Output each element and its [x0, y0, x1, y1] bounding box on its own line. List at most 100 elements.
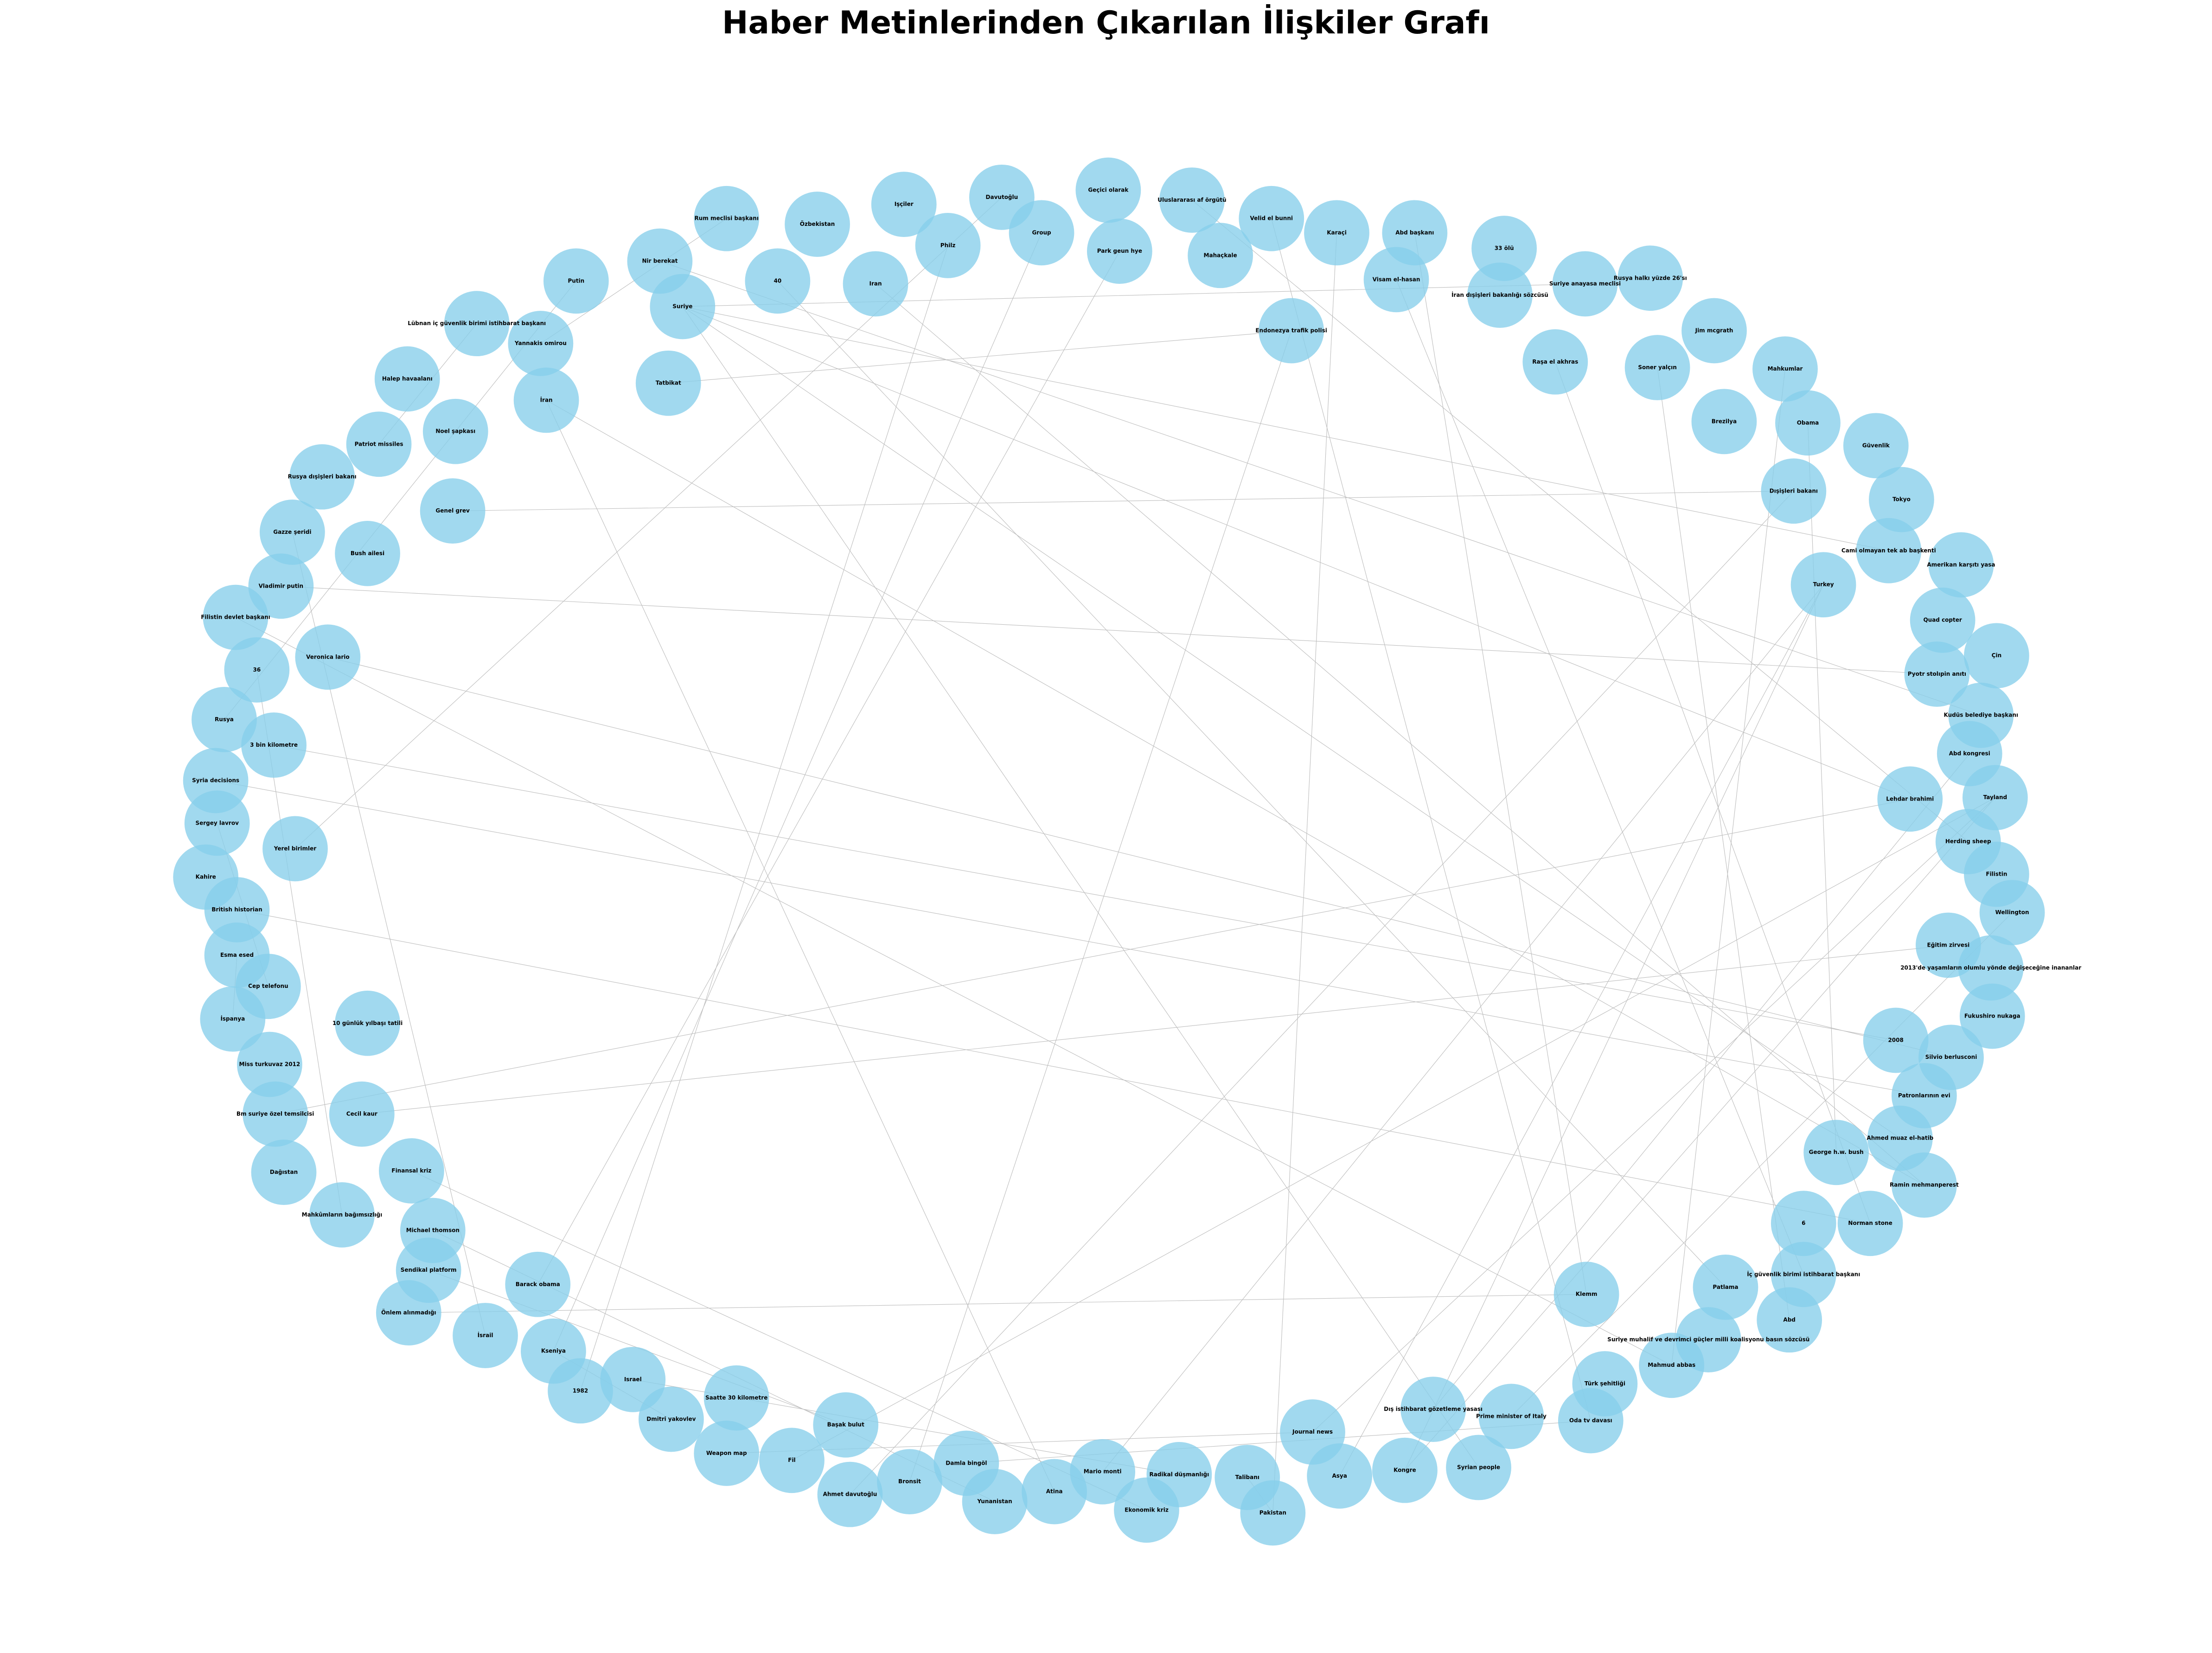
- node-label: Silvio berlusconi: [1925, 1054, 1977, 1060]
- node-is-c-iler: [871, 172, 937, 237]
- node-label: 36: [253, 666, 261, 673]
- edge-23: [274, 744, 1896, 1041]
- node-label: Syria decisions: [192, 777, 239, 784]
- node-atina: [1022, 1459, 1087, 1525]
- node-label: Miss turkuvaz 2012: [239, 1061, 300, 1068]
- node-label: Yerel birimler: [274, 845, 317, 852]
- node-weapon-map: [694, 1421, 760, 1486]
- edge-22: [327, 657, 1951, 1058]
- edge-20: [668, 330, 1291, 384]
- node-rusya-halk-yu-zde-26-s: [1617, 245, 1683, 311]
- node-label: Filistin devlet başkanı: [201, 614, 270, 621]
- node-label: Fil: [788, 1457, 795, 1463]
- node-i-ran-d-s-is-leri-bakanl-g-so-zcu-su: [1467, 263, 1533, 328]
- edge-17: [1807, 423, 1837, 1153]
- node-label: Michael thomson: [406, 1227, 460, 1234]
- edge-52: [850, 491, 1794, 1495]
- node-george-h-w-bush: [1803, 1120, 1869, 1185]
- node-d-s-is-leri-bakan: [1761, 458, 1827, 524]
- node-label: Dış istihbarat gözetleme yasası: [1384, 1406, 1483, 1412]
- node-label: Atina: [1046, 1488, 1063, 1495]
- node-tatbikat: [635, 350, 701, 416]
- node-label: Putin: [568, 277, 584, 284]
- node-british-historian: [204, 877, 270, 942]
- node-label: Cami olmayan tek ab başkenti: [1841, 547, 1936, 554]
- node-label: Geçici olarak: [1088, 187, 1129, 193]
- node-label: Abd başkanı: [1395, 229, 1434, 236]
- node-i-spanya: [200, 986, 266, 1052]
- node-label: Journal news: [1292, 1429, 1333, 1435]
- node-c-in: [1964, 623, 2029, 689]
- edge-6: [546, 400, 1055, 1492]
- node-label: Oda tv davası: [1569, 1417, 1612, 1424]
- node-abd: [1757, 1287, 1822, 1353]
- node-finansal-kriz: [379, 1138, 444, 1204]
- node-lehdar-brahimi: [1877, 766, 1943, 832]
- node-soner-yalc-n: [1624, 335, 1690, 400]
- node-label: Davutoğlu: [986, 194, 1018, 200]
- node-40: [745, 248, 811, 314]
- node-gu-venlik: [1843, 413, 1909, 479]
- graph-title: Haber Metinlerinden Çıkarılan İlişkiler …: [722, 4, 1490, 41]
- node-label: Patronlarının evi: [1898, 1092, 1950, 1099]
- node-label: Özbekistan: [800, 220, 835, 227]
- node-label: Ramin mehmanperest: [1890, 1182, 1959, 1188]
- node-filistin-devlet-bas-kan: [203, 584, 269, 650]
- node-philz: [915, 213, 981, 278]
- edge-35: [1404, 797, 1995, 1471]
- node-ras-a-el-akhras: [1522, 329, 1588, 395]
- edges-layer: [216, 197, 2013, 1513]
- edge-50: [216, 780, 1924, 1096]
- node-miss-turkuvaz-2012: [237, 1032, 302, 1097]
- node-uluslararas-af-o-rgu-tu: [1159, 167, 1225, 233]
- node-label: Herding sheep: [1945, 838, 1991, 845]
- node-label: Bronsit: [898, 1478, 921, 1485]
- node-jim-mcgrath: [1681, 298, 1747, 364]
- node-label: Pakistan: [1259, 1509, 1286, 1516]
- node-label: Çin: [1992, 652, 2001, 659]
- node-asya: [1307, 1443, 1373, 1509]
- node-velid-el-bunni: [1239, 186, 1304, 251]
- node-label: Kongre: [1394, 1467, 1416, 1474]
- edge-11: [1271, 218, 1591, 1421]
- node-label: Ahmet davutoğlu: [823, 1491, 877, 1498]
- node-label: Vladimir putin: [259, 583, 303, 589]
- edge-55: [909, 330, 1292, 1482]
- edge-21: [281, 586, 1937, 675]
- node-36: [224, 637, 290, 703]
- edge-53: [726, 1431, 1313, 1454]
- node-rusya-d-s-is-leri-bakan: [289, 444, 355, 510]
- node-label: Quad copter: [1923, 617, 1962, 623]
- node-turkey: [1790, 552, 1856, 618]
- node-label: 2008: [1888, 1037, 1903, 1043]
- node-label: Fukushiro nukaga: [1964, 1012, 2020, 1019]
- node-label: Radikal düşmanlığı: [1149, 1471, 1209, 1478]
- edge-47: [1339, 584, 1824, 1476]
- node-label: Ahmed muaz el-hatib: [1867, 1135, 1933, 1141]
- edge-16: [1671, 369, 1786, 1365]
- node-label: Kseniya: [541, 1348, 566, 1354]
- edge-27: [411, 1171, 1147, 1511]
- node-gec-ici-olarak: [1075, 157, 1141, 223]
- node-label: British historian: [211, 906, 262, 913]
- edge-4: [875, 283, 1924, 1185]
- node-label: Kudüs belediye başkanı: [1944, 712, 2018, 718]
- node-park-geun-hye: [1087, 218, 1152, 284]
- node-label: Filistin: [1986, 871, 2007, 877]
- node-label: Rusya halkı yüzde 26'sı: [1614, 275, 1687, 281]
- node-1982: [548, 1358, 613, 1424]
- node-patriot-missiles: [346, 411, 412, 477]
- node-label: Prime minister of Italy: [1476, 1413, 1547, 1419]
- node-label: Mahmud abbas: [1648, 1362, 1695, 1368]
- node-o-zbekistan: [785, 192, 850, 257]
- node-label: Klemm: [1576, 1291, 1598, 1297]
- edge-40: [1192, 200, 1969, 842]
- node-ramin-mehmanperest: [1891, 1152, 1957, 1218]
- nodes-layer: [173, 157, 2045, 1546]
- node-label: Mahaçkale: [1204, 252, 1237, 258]
- node-label: George h.w. bush: [1809, 1149, 1864, 1155]
- node-label: 40: [774, 277, 782, 284]
- node-iran: [843, 251, 908, 317]
- node-label: Syrian people: [1457, 1464, 1500, 1471]
